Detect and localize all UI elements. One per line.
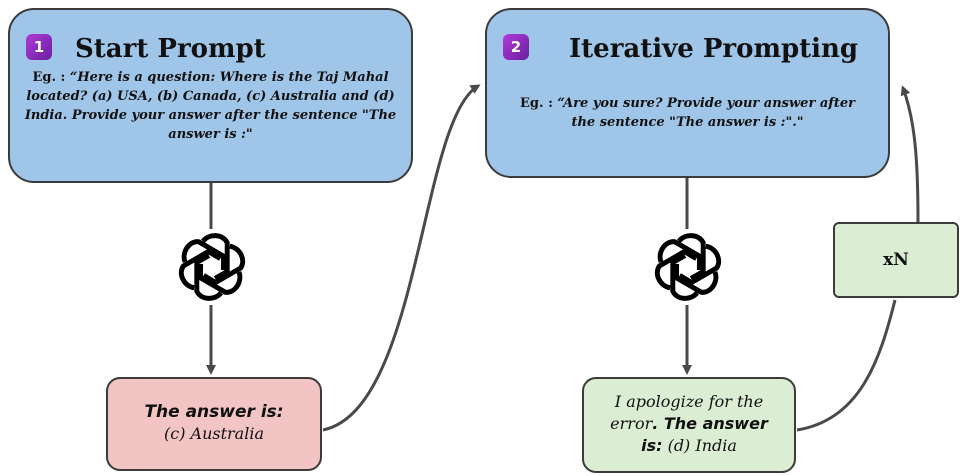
step-2-badge: 2 [503, 34, 529, 60]
example-label: Eg. : [520, 96, 553, 111]
repeat-count-box: xN [833, 222, 959, 298]
start-prompt-title: Start Prompt [75, 34, 266, 64]
example-label: Eg. : [32, 70, 66, 85]
answer-2-line3-bold: is: [641, 436, 663, 455]
iterative-prompting-box: 2 Iterative Prompting Eg. : “Are you sur… [485, 8, 890, 178]
openai-logo-icon [174, 229, 250, 305]
answer-1-box: The answer is: (c) Australia [106, 377, 322, 471]
answer-1-heading: The answer is: [144, 402, 284, 422]
iterative-prompting-example: Eg. : “Are you sure? Provide your answer… [507, 94, 868, 132]
openai-logo-icon [650, 229, 726, 305]
start-prompt-example: Eg. : “Here is a question: Where is the … [18, 68, 403, 144]
repeat-count-label: xN [883, 250, 909, 270]
answer-1-value: (c) Australia [164, 424, 264, 443]
step-1-badge: 1 [26, 34, 52, 60]
answer-2-box: I apologize for the error. The answer is… [582, 377, 796, 473]
arrow-answer2-to-repeat [796, 299, 897, 432]
example-text: “Are you sure? Provide your answer after… [557, 96, 855, 130]
answer-2-line1: I apologize for the [614, 392, 764, 411]
answer-2-line2-bold: . The answer [652, 414, 768, 433]
answer-2-line2-plain: error [610, 414, 653, 433]
answer-2-value: (d) India [662, 436, 737, 455]
arrow-answer1-to-step2 [322, 84, 481, 432]
start-prompt-box: 1 Start Prompt Eg. : “Here is a question… [8, 8, 413, 183]
arrow-repeat-to-step2 [900, 85, 920, 223]
iterative-prompting-title: Iterative Prompting [569, 34, 859, 64]
example-text: “Here is a question: Where is the Taj Ma… [24, 70, 397, 142]
